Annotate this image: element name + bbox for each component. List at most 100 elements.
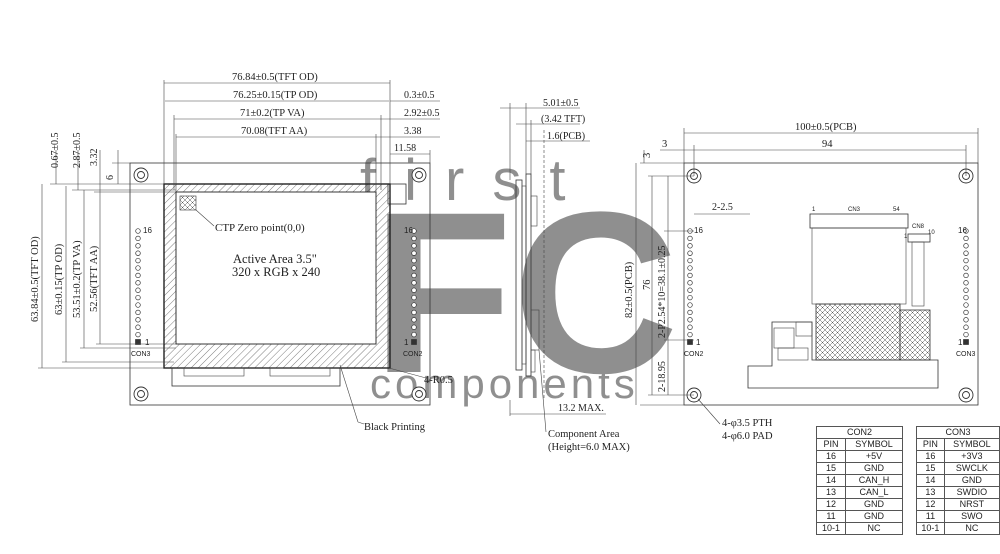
dim-76: 76	[642, 280, 653, 291]
dim-tft-aa: 70.08(TFT AA)	[241, 126, 308, 137]
header-pin	[687, 324, 693, 330]
header-pin	[687, 235, 693, 242]
header-pin	[135, 324, 141, 330]
watermark-bottom: components	[370, 360, 639, 407]
fv-pin16-left: 16	[143, 226, 152, 235]
con2-pin-cell: 15	[816, 462, 846, 475]
con2-pin-cell: 12	[816, 498, 846, 511]
active-area-line2: 320 x RGB x 240	[232, 265, 320, 279]
dim-2-92: 2.92±0.5	[404, 108, 440, 119]
header-pin	[135, 235, 141, 242]
header-pin	[411, 324, 417, 330]
watermark-big: FC	[372, 164, 679, 421]
con3-symbol-cell: +3V3	[943, 450, 1000, 463]
con3-symbol-cell: GND	[943, 474, 1000, 487]
dim-vert-tft-od: 63.84±0.5(TFT OD)	[30, 236, 41, 322]
header-pin	[411, 302, 417, 308]
dim-2-2-5: 2-2.5	[712, 202, 733, 213]
header-pin	[135, 294, 141, 301]
con2-pin-cell: 14	[816, 474, 846, 487]
header-pin	[687, 272, 693, 279]
front-view: CTP Zero point(0,0) Active Area 3.5" 320…	[30, 72, 453, 433]
header-pin	[411, 331, 417, 338]
ctp-zero-label: CTP Zero point(0,0)	[215, 222, 305, 234]
header-pin	[411, 228, 417, 234]
dim-tp-od: 76.25±0.15(TP OD)	[233, 90, 318, 101]
dim-pins-38-1: 2-P2.54*10=38.1±0.25	[657, 245, 668, 338]
con3-symbol-cell: NC	[943, 522, 1000, 535]
radius-label: 4-R0.5	[424, 375, 453, 386]
header-pin	[687, 317, 693, 323]
header-pin	[411, 317, 417, 323]
con2-pin-cell: 10-1	[816, 522, 846, 535]
header-pin	[411, 309, 417, 316]
dim-100-pcb: 100±0.5(PCB)	[795, 122, 857, 133]
con2-symbol-cell: GND	[845, 510, 903, 523]
con2-pin-cell: 11	[816, 510, 846, 523]
con3-symbol-cell: SWDIO	[943, 486, 1000, 499]
header-pin	[687, 331, 693, 338]
holes-line1: 4-φ3.5 PTH	[722, 418, 773, 429]
header-pin	[411, 280, 417, 286]
header-pin	[687, 265, 693, 271]
fv-con2-label: CON2	[403, 351, 423, 358]
dim-vert-tp-va: 53.51±0.2(TP VA)	[72, 240, 83, 318]
con2-header-symbol: SYMBOL	[845, 438, 903, 451]
bv-cn3-pin1: 1	[812, 207, 816, 213]
header-pin	[135, 243, 141, 249]
dim-3-42-tft: (3.42 TFT)	[541, 114, 585, 125]
con3-symbol-cell: SWCLK	[943, 462, 1000, 475]
header-pin	[411, 265, 417, 271]
con3-pin-cell: 16	[916, 450, 945, 463]
table-row: 16+3V3	[916, 450, 1000, 463]
con3-pin-cell: 14	[916, 474, 945, 487]
fv-pin16-right: 16	[404, 226, 413, 235]
con3-pin-cell: 13	[916, 486, 945, 499]
fv-con3-label: CON3	[131, 351, 151, 358]
bv-cn8-pin10: 10	[928, 230, 935, 236]
dim-0-3: 0.3±0.5	[404, 90, 435, 101]
header-pin	[135, 287, 141, 293]
dim-11-58: 11.58	[394, 143, 416, 154]
holes-line2: 4-φ6.0 PAD	[722, 431, 773, 442]
con2-pin-cell: 16	[816, 450, 846, 463]
header-pin	[135, 265, 141, 271]
dim-3-32: 3.32	[89, 149, 100, 167]
header-pin	[963, 235, 969, 242]
con2-symbol-cell: GND	[845, 498, 903, 511]
bv-pin1-left: 1	[696, 338, 701, 347]
con2-symbol-cell: CAN_L	[845, 486, 903, 499]
header-pin	[411, 250, 417, 256]
header-pin	[135, 339, 141, 345]
con3-symbol-cell: SWO	[943, 510, 1000, 523]
dim-vert-tp-od: 63±0.15(TP OD)	[54, 243, 65, 315]
bv-con2-label: CON2	[684, 351, 704, 358]
back-view: CN3 1 54 CN8 1 10 16 1 CON2 16 1 CON3 10…	[624, 122, 979, 442]
con2-pin-cell: 13	[816, 486, 846, 499]
header-pin	[963, 228, 969, 234]
header-pin	[963, 294, 969, 301]
header-pin	[411, 272, 417, 279]
con2-symbol-cell: +5V	[845, 450, 903, 463]
header-pin	[963, 250, 969, 256]
header-pin	[411, 339, 417, 345]
dim-5-01: 5.01±0.5	[543, 98, 579, 109]
bv-pin1-right: 1	[958, 338, 963, 347]
header-pin	[411, 287, 417, 293]
header-pin	[135, 317, 141, 323]
side-view: 5.01±0.5 (3.42 TFT) 1.6(PCB) 13.2 MAX. C…	[500, 98, 630, 453]
dim-tft-od: 76.84±0.5(TFT OD)	[232, 72, 318, 83]
header-pin	[687, 302, 693, 308]
bv-cn3-pin54: 54	[893, 207, 900, 213]
fv-pin1-left: 1	[145, 338, 150, 347]
